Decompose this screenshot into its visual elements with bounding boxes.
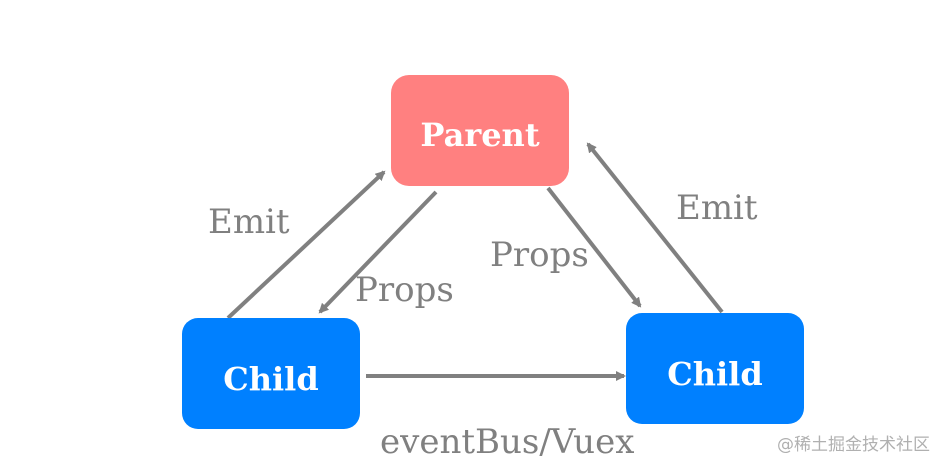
event-bus-label: eventBus/Vuex	[380, 422, 634, 462]
parent-node-box	[391, 75, 569, 186]
child-right-node-box	[626, 313, 804, 424]
props-left-arrow	[318, 190, 438, 314]
props-left-label: Props	[355, 270, 454, 310]
emit-right-label: Emit	[676, 188, 758, 228]
emit-left-label: Emit	[208, 202, 290, 242]
arrows	[226, 142, 724, 381]
child-left-node-box	[182, 318, 360, 429]
child-left-node-label: Child	[223, 360, 318, 398]
child-left-node: Child	[182, 318, 360, 429]
child-right-node-label: Child	[667, 355, 762, 393]
watermark: @稀土掘金技术社区	[777, 435, 930, 455]
emit-right-arrow	[586, 142, 724, 314]
child-right-node: Child	[626, 313, 804, 424]
emit-left-arrow	[226, 170, 386, 320]
props-right-label: Props	[490, 235, 589, 275]
parent-node-label: Parent	[420, 116, 539, 154]
parent-node: Parent	[391, 75, 569, 186]
props-right-arrow	[546, 186, 642, 308]
